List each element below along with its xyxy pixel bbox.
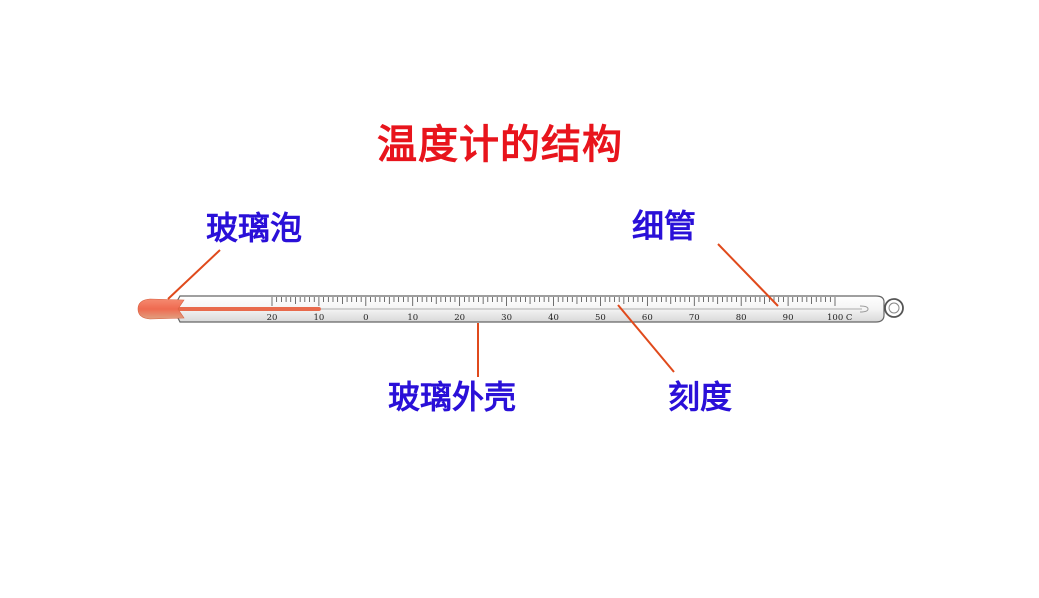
- scale-tick-label: 40: [548, 313, 559, 323]
- scale-tick-label: 0: [363, 313, 368, 323]
- glass-bulb: [137, 298, 185, 320]
- scale-tick-label: 80: [736, 313, 747, 323]
- scale-tick-label: 100 C: [827, 313, 852, 323]
- hanging-ring-inner: [888, 302, 900, 314]
- label-scale: 刻度: [668, 378, 733, 416]
- scale-ticks: [271, 297, 836, 306]
- scale-tick-label: 30: [501, 313, 512, 323]
- leader-line-scale: [617, 304, 675, 373]
- scale-tick-label: 60: [642, 313, 653, 323]
- scale-tick-label: 10: [314, 313, 325, 323]
- scale-tick-label: 20: [267, 313, 278, 323]
- scale-tick-label: 10: [407, 313, 418, 323]
- leader-line-tube: [717, 243, 779, 307]
- label-capillary-tube: 细管: [632, 207, 697, 245]
- scale-tick-label: 90: [783, 313, 794, 323]
- capillary-bore-end: [859, 305, 869, 313]
- scale-tick-label: 20: [454, 313, 465, 323]
- leader-line-bulb: [167, 249, 221, 300]
- scale-tick-labels: 20 10 0 10 20 30 40 50 60 70 80 90 100 C: [267, 313, 853, 323]
- label-glass-bulb: 玻璃泡: [206, 209, 303, 247]
- label-glass-shell: 玻璃外壳: [388, 378, 517, 416]
- scale-tick-label: 50: [595, 313, 606, 323]
- diagram-title: 温度计的结构: [377, 121, 623, 168]
- scale-tick-label: 70: [689, 313, 700, 323]
